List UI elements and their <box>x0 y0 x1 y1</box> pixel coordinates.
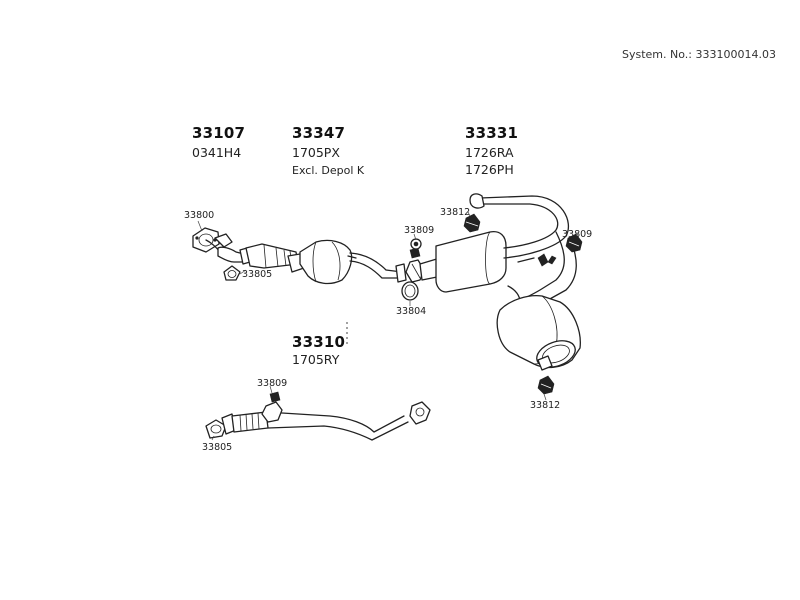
clamp-33812-top <box>463 213 481 233</box>
callout-33809: 33809 <box>404 225 435 236</box>
variant-code: 1705RY <box>292 352 340 367</box>
clamp-33812-bottom <box>537 375 555 395</box>
callout-33805: 33805 <box>242 269 273 280</box>
callout-33805: 33805 <box>202 442 233 453</box>
front-pipe-33107 <box>205 233 251 265</box>
callout-33809: 33809 <box>257 378 288 389</box>
intermediate-pipe <box>349 252 407 283</box>
variant-code: 1726RA <box>465 145 514 160</box>
callout-33812: 33812 <box>440 207 471 218</box>
catalytic-converter-33347 <box>245 239 357 285</box>
callout-33804: 33804 <box>396 306 427 317</box>
part-number-33107: 33107 <box>192 124 246 142</box>
system-number: System. No.: 333100014.03 <box>622 48 776 61</box>
ring-gasket-33804 <box>401 281 419 301</box>
variant-code: 1726PH <box>465 162 514 177</box>
exclusion-note: Excl. Depol K <box>292 164 365 177</box>
part-number-33347: 33347 <box>292 124 346 142</box>
alternative-pipe-33310 <box>205 391 431 441</box>
variant-code: 1705PX <box>292 145 340 160</box>
clamp-33809-right <box>565 233 583 253</box>
callout-33800: 33800 <box>184 210 215 221</box>
callout-33812: 33812 <box>530 400 561 411</box>
gasket-33805 <box>223 265 241 281</box>
part-number-33331: 33331 <box>465 124 519 142</box>
part-number-33310: 33310 <box>292 333 346 351</box>
silencer-assembly-33331 <box>419 193 581 371</box>
variant-code: 0341H4 <box>192 145 242 160</box>
clamp-33809 <box>405 238 425 283</box>
